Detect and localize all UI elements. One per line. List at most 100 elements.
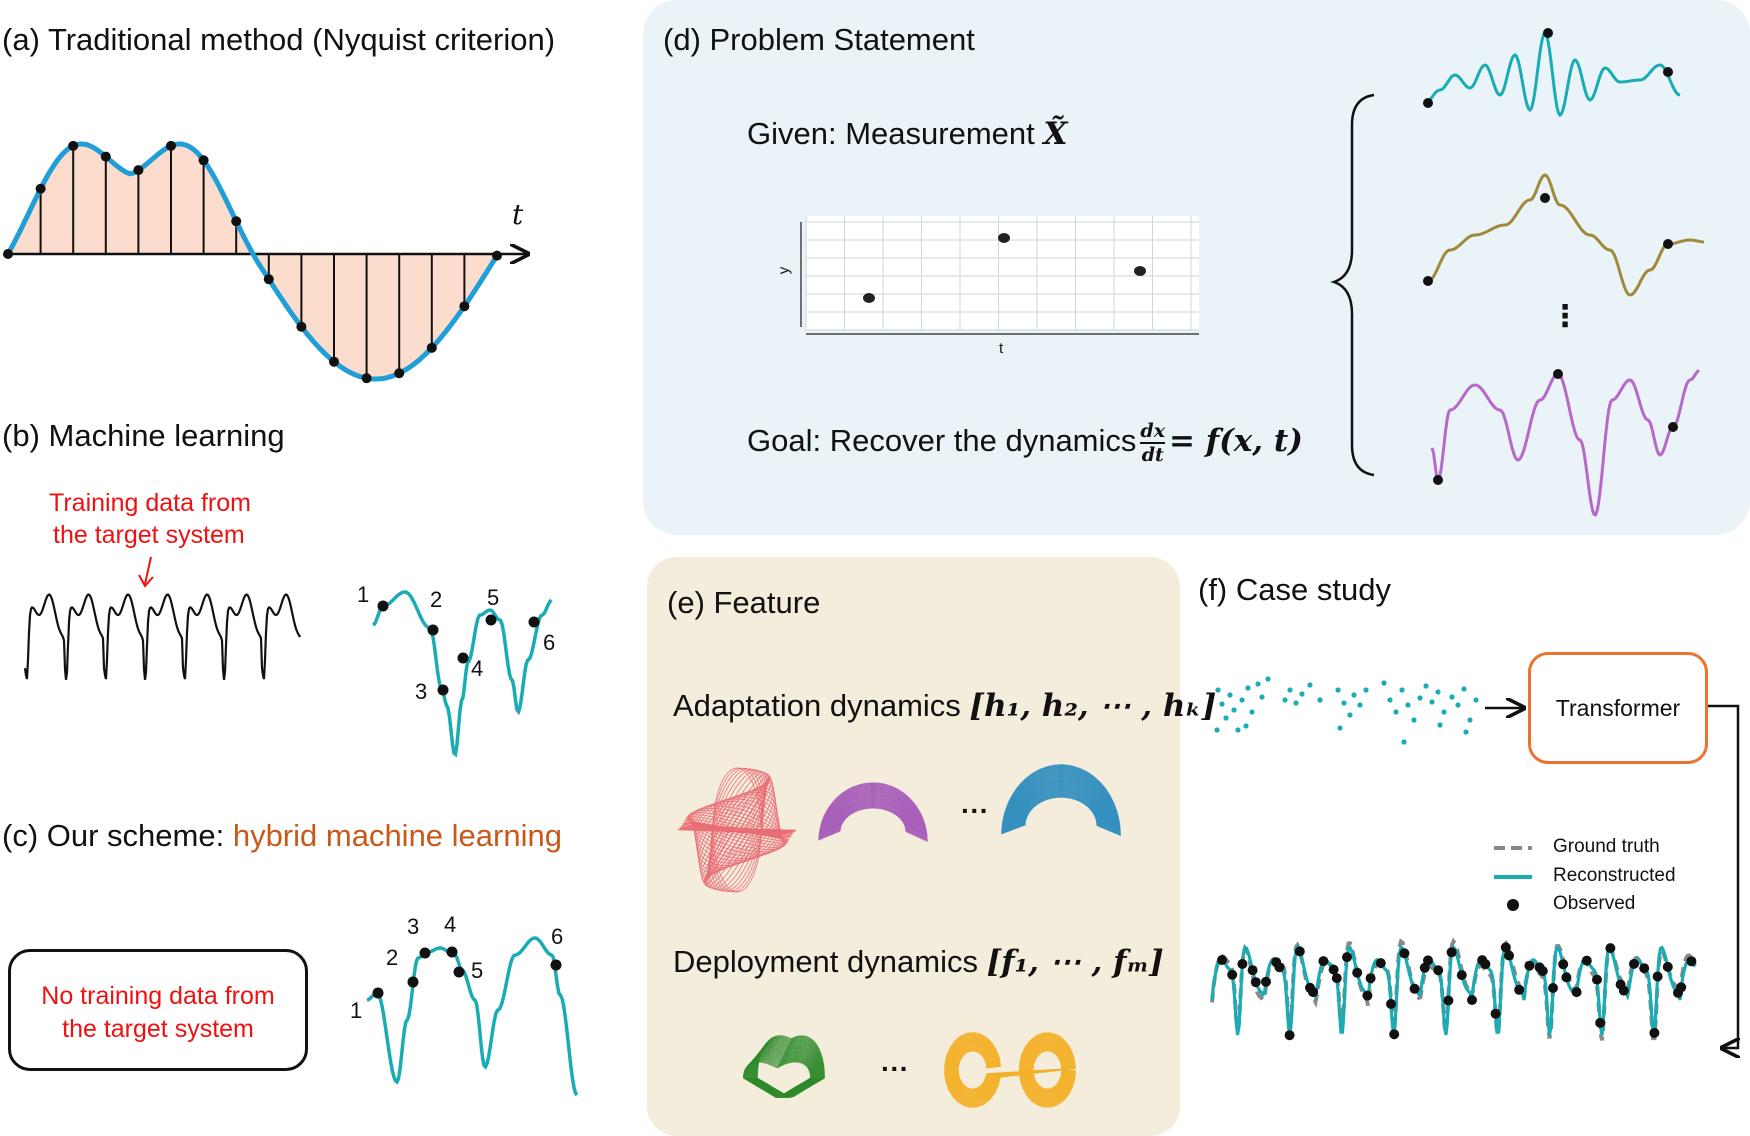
observed-point — [457, 652, 469, 664]
point-label: 5 — [487, 585, 500, 610]
attractor-trajectory — [829, 795, 917, 837]
observed-point — [1467, 995, 1477, 1005]
attractor-trajectory — [1009, 776, 1113, 833]
attractor-trajectory — [1022, 793, 1100, 827]
observed-point — [1490, 1008, 1501, 1019]
observed-point — [1500, 942, 1511, 953]
observed-sample — [1399, 687, 1405, 693]
observed-sample — [1219, 701, 1225, 707]
observed-point — [1686, 956, 1697, 967]
point-label: 5 — [471, 958, 484, 983]
observed-sample — [1249, 709, 1255, 715]
attractor-trajectory — [1007, 773, 1115, 834]
attractor-trajectory — [1002, 766, 1120, 836]
attractor-trajectory — [944, 1032, 1077, 1108]
observed-point — [1639, 963, 1650, 974]
observed-point — [1504, 950, 1514, 961]
target-series-c — [366, 936, 579, 1097]
deployment-text: Deployment dynamics — [673, 944, 987, 979]
observed-point — [1595, 1017, 1606, 1028]
attractor-trajectory — [1012, 780, 1110, 831]
observed-point — [1561, 972, 1572, 983]
attractor-trajectory — [677, 828, 797, 832]
horizontal-ellipsis: ··· — [881, 1053, 909, 1084]
observed-sample — [1381, 680, 1387, 686]
observed-point — [1409, 983, 1420, 994]
observed-sample — [1227, 692, 1233, 698]
attractor-trajectory — [834, 801, 912, 835]
attractor-trajectory — [1023, 795, 1099, 827]
attractor-trajectory — [1020, 790, 1102, 828]
attractor-trajectory — [1024, 796, 1098, 827]
attractor-trajectory — [835, 803, 911, 834]
observed-point — [407, 976, 419, 988]
observed-sample — [1255, 681, 1261, 687]
panel-f-title: (f) Case study — [1198, 572, 1391, 607]
observed-point — [1443, 995, 1454, 1006]
attractor-trajectory — [756, 1035, 825, 1098]
attractor-trajectory — [685, 818, 789, 842]
attractor-trajectory — [1019, 790, 1103, 829]
point-label: 6 — [543, 630, 556, 655]
attractor-green — [742, 1035, 825, 1098]
observed-sample — [1223, 715, 1229, 721]
attractor-trajectory — [1022, 794, 1100, 827]
transformer-box: Transformer — [1528, 652, 1708, 764]
attractor-trajectory — [1011, 779, 1111, 832]
observed-point — [1605, 943, 1616, 954]
point-label: 4 — [444, 912, 457, 937]
point-label: 2 — [386, 945, 399, 970]
horizontal-ellipsis: ··· — [961, 795, 989, 826]
attractor-trajectory — [837, 804, 909, 834]
observed-point — [1250, 977, 1261, 988]
signal-curve — [5, 141, 501, 382]
observed-sample — [1473, 697, 1479, 703]
attractor-trajectory — [839, 807, 907, 833]
attractor-trajectory — [683, 819, 790, 841]
attractor-trajectory — [1003, 767, 1119, 835]
observed-sample — [1461, 686, 1467, 692]
point-label: 1 — [350, 998, 363, 1023]
attractor-trajectory — [819, 783, 927, 842]
legend-observed-swatch — [1507, 899, 1519, 911]
attractor-trajectory — [1013, 781, 1109, 831]
plot-x-label: t — [999, 340, 1004, 357]
attractor-trajectory — [818, 782, 928, 842]
attractor-trajectory — [1021, 792, 1101, 828]
observed-point — [1331, 973, 1342, 984]
observed-point — [1676, 982, 1687, 993]
observed-point — [1294, 946, 1305, 957]
candidate-curve-olive — [1423, 173, 1705, 297]
attractor-trajectory — [823, 788, 923, 840]
observed-point — [485, 614, 497, 626]
candidate-curve-purple — [1430, 369, 1700, 517]
panel-c-title-highlight: hybrid machine learning — [232, 818, 562, 853]
frac-numerator: dx — [1140, 420, 1166, 442]
adaptation-text: Adaptation dynamics — [673, 688, 970, 723]
observed-point — [1480, 959, 1491, 970]
adaptation-math: [h₁, h₂, ⋯ , hₖ] — [969, 688, 1217, 724]
attractor-trajectory — [1011, 778, 1111, 832]
sample-point — [100, 151, 111, 162]
deployment-math: [f₁, ⋯ , fₘ] — [986, 944, 1164, 980]
panel-c-title: (c) Our scheme: hybrid machine learning — [2, 818, 562, 854]
attractor-trajectory — [1020, 791, 1102, 828]
attractor-purple — [818, 782, 928, 842]
observed-point — [1652, 971, 1663, 982]
attractor-trajectory — [820, 785, 926, 841]
measurement-point — [863, 293, 875, 303]
panel-c-title-prefix: (c) Our scheme: — [2, 818, 233, 853]
attractor-trajectory — [1010, 776, 1112, 833]
observed-scatter — [1214, 676, 1479, 745]
attractor-trajectory — [1004, 769, 1118, 835]
observed-sample — [1449, 694, 1455, 700]
attractor-trajectory — [831, 798, 915, 836]
attractor-trajectory — [1009, 775, 1113, 833]
adaptation-statement: Adaptation dynamics [h₁, h₂, ⋯ , hₖ] — [673, 688, 1216, 724]
point-label: 3 — [415, 679, 428, 704]
point-label: 1 — [357, 582, 370, 607]
training-data-series — [23, 593, 301, 680]
observed-sample — [1351, 692, 1357, 698]
attractor-trajectory — [1006, 772, 1116, 834]
attractor-trajectory — [824, 789, 922, 840]
